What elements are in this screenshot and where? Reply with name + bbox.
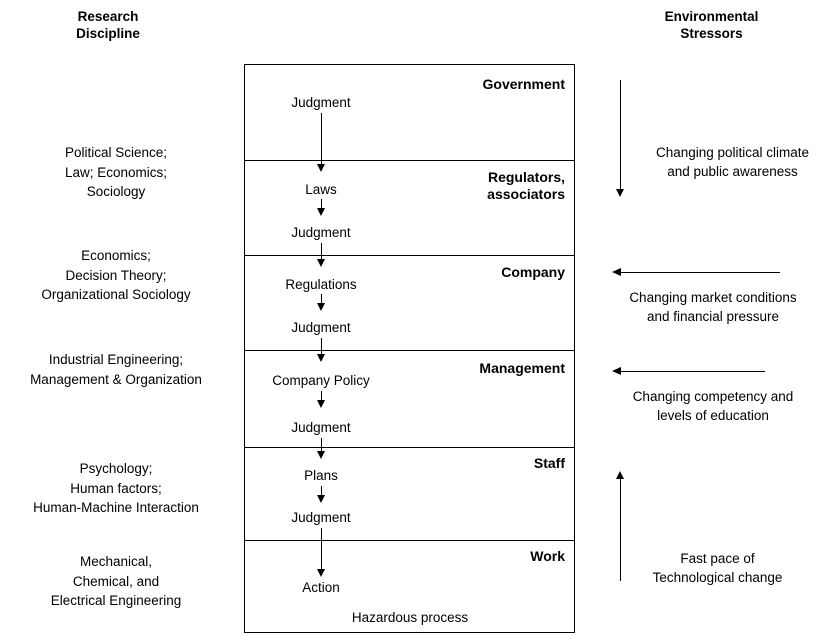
stressor-arrow-shaft-market-conditions [620,272,780,273]
sociotechnical-hierarchy-stack: Government Regulators, associators Compa… [244,64,575,633]
discipline-engineering: Mechanical, Chemical, and Electrical Eng… [50,554,182,608]
flow-arrow-head-government [317,164,325,172]
stressor-arrow-shaft-political-climate [620,80,621,190]
divider-regulators-company [245,255,574,256]
flow-arrow-head-company-policy [317,400,325,408]
flow-label-judgment-management: Judgment [291,420,351,435]
flow-arrow-shaft-company-policy [321,391,322,403]
discipline-psychology: Psychology; Human factors; Human-Machine… [33,461,199,515]
tier-label-government: Government [482,76,565,92]
flow-label-laws: Laws [305,182,337,197]
stressor-arrow-head-competency [612,367,621,375]
divider-company-management [245,350,574,351]
environmental-stressors-header: Environmental Stressors [664,9,759,41]
stressor-text-technological-change: Fast pace of Technological change [652,551,783,585]
tier-label-company: Company [501,264,565,280]
flow-arrow-head-regulations [317,303,325,311]
flow-arrow-head-plans [317,495,325,503]
flow-label-plans: Plans [304,468,338,483]
flow-arrow-shaft-government [321,113,322,166]
stressor-text-market-conditions: Changing market conditions and financial… [629,290,797,324]
tier-label-staff: Staff [533,455,565,471]
flow-label-judgment-company: Judgment [291,320,351,335]
tier-label-management: Management [479,360,565,376]
stressor-arrow-head-technological-change [616,471,624,479]
discipline-economics: Economics; Decision Theory; Organization… [41,248,191,302]
flow-arrow-head-staff [317,569,325,577]
flow-arrow-head-management [317,451,325,459]
stressor-text-competency: Changing competency and levels of educat… [632,389,794,423]
flow-arrow-shaft-regulators [321,243,322,263]
stressor-arrow-shaft-technological-change [620,479,621,581]
stressor-arrow-shaft-competency [620,371,765,372]
tier-label-regulators: Regulators, associators [487,169,565,202]
divider-staff-work [245,540,574,541]
stressor-text-political-climate: Changing political climate and public aw… [655,145,810,179]
flow-arrow-head-company [317,354,325,362]
discipline-political-science: Political Science; Law; Economics; Socio… [64,145,168,199]
divider-government-regulators [245,160,574,161]
divider-management-staff [245,447,574,448]
flow-arrow-head-laws [317,208,325,216]
flow-arrow-head-regulators [317,259,325,267]
flow-arrow-shaft-staff [321,528,322,573]
flow-arrow-shaft-management [321,438,322,456]
flow-arrow-shaft-plans [321,486,322,498]
stressor-arrow-head-political-climate [616,189,624,197]
flow-label-company-policy: Company Policy [272,373,370,388]
flow-label-hazardous-process: Hazardous process [351,610,469,625]
flow-label-regulations: Regulations [285,277,357,292]
flow-arrow-shaft-regulations [321,294,322,306]
flow-label-judgment-government: Judgment [291,95,351,110]
flow-label-action: Action [302,580,340,595]
flow-label-judgment-staff: Judgment [291,510,351,525]
discipline-industrial-engineering: Industrial Engineering; Management & Org… [30,352,202,387]
stressor-arrow-head-market-conditions [612,268,621,276]
research-discipline-header: Research Discipline [76,9,140,41]
flow-arrow-shaft-laws [321,199,322,211]
flow-label-judgment-regulators: Judgment [291,225,351,240]
tier-label-work: Work [530,548,565,564]
flow-arrow-shaft-company [321,338,322,359]
